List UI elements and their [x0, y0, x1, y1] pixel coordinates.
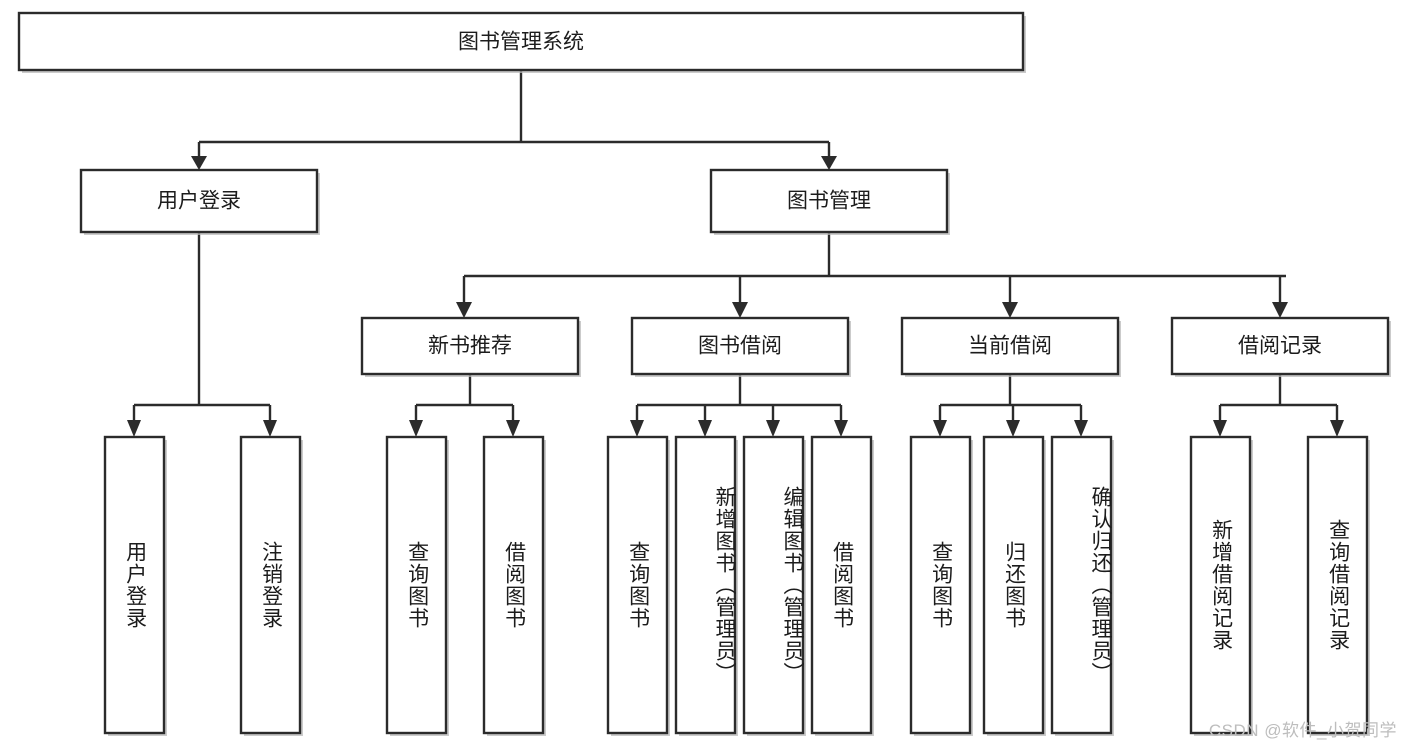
leaf-user-logout-box[interactable] [239, 435, 302, 735]
leaf-borrow-book-box[interactable] [810, 435, 873, 735]
leaf-boxes [103, 435, 1370, 736]
arrowhead-leaf-edit-book [766, 420, 780, 437]
leaf-query-book-rec-box[interactable] [385, 435, 448, 735]
connector-group-book-borrow [630, 374, 848, 437]
arrowhead-leaf-add-record [1213, 420, 1227, 437]
leaf-borrow-book-rec-box[interactable] [482, 435, 545, 735]
arrowhead-book-borrow [732, 302, 748, 318]
leaf-add-book-box[interactable] [674, 435, 737, 735]
leaf-query-book-borrow-box[interactable] [606, 435, 669, 735]
node-root-label: 图书管理系统 [458, 31, 584, 54]
arrowhead-leaf-user-logout [263, 420, 277, 437]
arrowhead-leaf-borrow-book-rec [506, 420, 520, 437]
arrowhead-leaf-borrow-book [834, 420, 848, 437]
node-user-login-box[interactable] [79, 168, 319, 234]
node-user-login-label: 用户登录 [157, 190, 241, 213]
connector-group-user-login [127, 232, 277, 437]
node-borrow-record-box[interactable] [1170, 316, 1390, 376]
node-root[interactable]: 图书管理系统 [17, 11, 1026, 73]
arrowhead-current-borrow [1002, 302, 1018, 318]
node-root-box[interactable] [17, 11, 1025, 72]
arrowhead-leaf-return-book [1006, 420, 1020, 437]
csdn-watermark: CSDN @软件_小贺同学 [1208, 721, 1397, 740]
arrowhead-leaf-confirm-return [1074, 420, 1088, 437]
leaf-query-book-cur-box[interactable] [909, 435, 972, 735]
node-book-borrow-box[interactable] [630, 316, 850, 376]
node-borrow-record-label: 借阅记录 [1238, 335, 1322, 358]
node-current-borrow[interactable]: 当前借阅 [900, 316, 1121, 377]
node-book-borrow-label: 图书借阅 [698, 335, 782, 358]
leaf-query-record-box[interactable] [1306, 435, 1369, 735]
arrowhead-leaf-user-login [127, 420, 141, 437]
node-book-manage[interactable]: 图书管理 [709, 168, 950, 235]
arrowhead-leaf-query-book-cur [933, 420, 947, 437]
arrowhead-leaf-query-record [1330, 420, 1344, 437]
connector-group-new-book-rec [409, 374, 520, 437]
arrowhead-user-login [191, 156, 207, 170]
arrowhead-leaf-query-book-rec [409, 420, 423, 437]
node-new-book-rec[interactable]: 新书推荐 [360, 316, 581, 377]
leaf-edit-book-box[interactable] [742, 435, 805, 735]
node-current-borrow-label: 当前借阅 [968, 335, 1052, 358]
leaf-user-login-box[interactable] [103, 435, 166, 735]
node-current-borrow-box[interactable] [900, 316, 1120, 376]
connector-group-root [191, 70, 837, 170]
node-new-book-rec-box[interactable] [360, 316, 580, 376]
arrowhead-leaf-query-book-borrow [630, 420, 644, 437]
leaf-return-book-box[interactable] [982, 435, 1045, 735]
arrowhead-borrow-record [1272, 302, 1288, 318]
leaf-confirm-return-box[interactable] [1050, 435, 1113, 735]
node-borrow-record[interactable]: 借阅记录 [1170, 316, 1391, 377]
arrowhead-new-book-rec [456, 302, 472, 318]
node-book-borrow[interactable]: 图书借阅 [630, 316, 851, 377]
arrowhead-leaf-add-book [698, 420, 712, 437]
connector-group-borrow-record [1213, 374, 1344, 437]
node-user-login[interactable]: 用户登录 [79, 168, 320, 235]
node-book-manage-label: 图书管理 [787, 190, 871, 213]
leaf-add-record-box[interactable] [1189, 435, 1252, 735]
arrowhead-book-manage [821, 156, 837, 170]
node-book-manage-box[interactable] [709, 168, 949, 234]
connector-group-book-manage [456, 232, 1288, 318]
connector-group-current-borrow [933, 374, 1088, 437]
node-new-book-rec-label: 新书推荐 [428, 335, 512, 358]
